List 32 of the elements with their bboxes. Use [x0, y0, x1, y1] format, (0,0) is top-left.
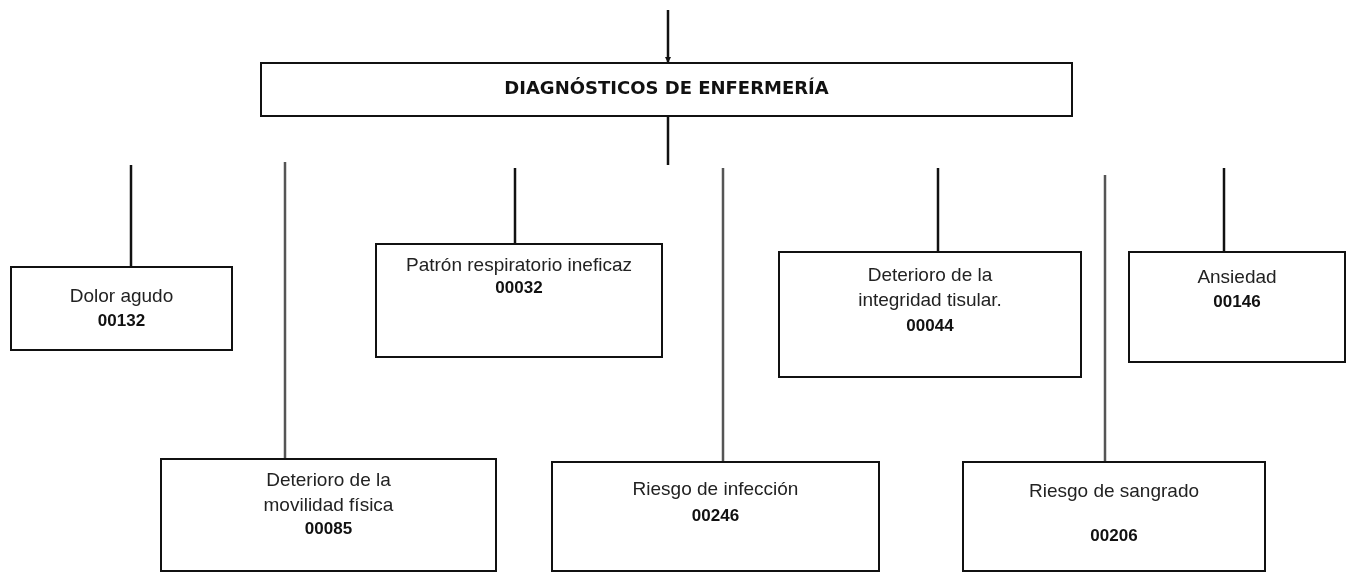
connector-line: [936, 168, 940, 251]
diagnosis-code: 00085: [304, 519, 353, 540]
diagnosis-name: Dolor agudo: [69, 284, 174, 308]
connector-line: [721, 168, 725, 461]
diagnosis-code: 00246: [691, 505, 740, 526]
diagnosis-name: Deterioro de la movilidad física: [262, 468, 395, 517]
connector-line: [513, 168, 517, 243]
diagnosis-name: Riesgo de infección: [632, 477, 799, 501]
connector-line: [1222, 168, 1226, 251]
heading-label: DIAGNÓSTICOS DE ENFERMERÍA: [504, 77, 829, 98]
diagnosis-code: 00032: [495, 277, 543, 298]
diagnosis-code: 00132: [97, 310, 146, 331]
diagnosis-box: [962, 461, 1266, 572]
connector-line: [129, 165, 133, 266]
diagnosis-code: 00206: [1090, 525, 1138, 546]
diagnosis-code: 00044: [906, 316, 954, 337]
diagnosis-box: [10, 266, 233, 351]
diagnosis-box: [778, 251, 1082, 378]
connector-line: [665, 10, 671, 63]
title-box: [260, 62, 1073, 117]
diagnosis-name: Deterioro de la integridad tisular.: [857, 263, 1003, 312]
diagnosis-name: Ansiedad: [1197, 265, 1277, 289]
diagnosis-box: [375, 243, 663, 358]
diagnosis-box: [551, 461, 880, 572]
diagnosis-box: [160, 458, 497, 572]
connector-line: [283, 162, 287, 458]
diagnosis-name: Patrón respiratorio ineficaz: [406, 253, 632, 277]
connector-line: [666, 117, 670, 165]
diagnosis-name: Riesgo de sangrado: [1028, 479, 1200, 503]
connector-line: [1103, 175, 1107, 461]
diagnosis-code: 00146: [1213, 291, 1261, 312]
diagnosis-box: [1128, 251, 1346, 363]
